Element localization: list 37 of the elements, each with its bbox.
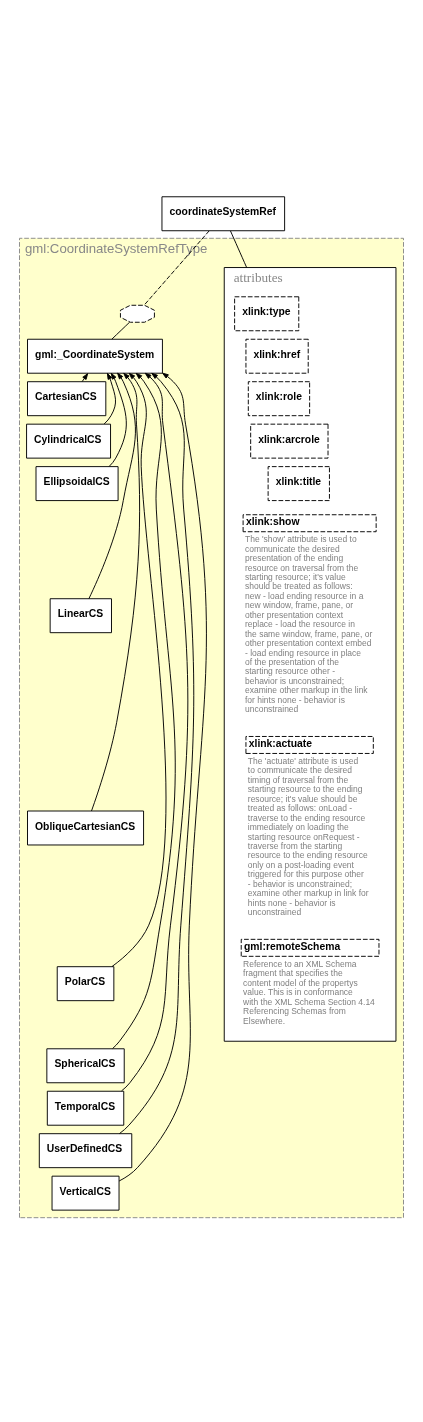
connector bbox=[143, 230, 210, 306]
arrow bbox=[121, 372, 189, 1092]
arrow bbox=[118, 372, 207, 1182]
node-octagon bbox=[120, 304, 155, 323]
node-label: The 'show' attribute is used to communicate the desired presentation of the ending resource on traversal from the starting resource; it's value should be treated as follows: new - load ending resource in a new window, frame, pane, or other presentation context replace - load the resource in the same window, frame, pane, or other presentation context embed - load ending resource in place of the presentation of the starting resource other - behavior is unconstrained; examine other markup in the link for hints none - behavior is unconstrained bbox=[245, 534, 373, 715]
node-box: EllipsoidalCS bbox=[35, 466, 119, 502]
arrow bbox=[108, 372, 127, 467]
node-box: xlink:arcrole bbox=[250, 423, 329, 459]
node-box: xlink:role bbox=[247, 381, 311, 417]
node-label: The 'actuate' attribute is used to communicate the desired timing of traversal from the starting resource to the ending resource; it's value should be treated as follows: onLoad - traverse to the ending resource immediately on loading the starting resource onRequest - traverse from the starting resource to the ending resource only on a post-loading event triggered for this purpose other - behavior is unconstrained; examine other markup in link for hints none - behavior is unconstrained bbox=[247, 756, 369, 917]
node-box: xlink:type bbox=[234, 296, 300, 332]
node-label: Reference to an XML Schema fragment that specifies the content model of the propertys value. This is in conformance with the XML Schema Section 4.14 Referencing Schemas from Elsewhere. bbox=[243, 958, 375, 1026]
node-box: gml:remoteSchema bbox=[240, 938, 380, 957]
node-box: xlink:href bbox=[245, 338, 309, 374]
arrow bbox=[119, 372, 195, 1135]
node-box: UserDefinedCS bbox=[38, 1133, 133, 1169]
node-box: PolarCS bbox=[56, 966, 115, 1002]
node-box: xlink:show bbox=[242, 514, 377, 533]
node-box: coordinateSystemRef bbox=[161, 196, 286, 232]
arrow bbox=[111, 372, 167, 967]
node-box: VerticalCS bbox=[51, 1175, 120, 1211]
node-box: TemporalCS bbox=[46, 1090, 125, 1126]
arrow bbox=[88, 372, 136, 600]
arrow bbox=[91, 372, 141, 812]
arrow bbox=[112, 372, 176, 1050]
node-box: xlink:actuate bbox=[245, 736, 374, 754]
node-box: xlink:title bbox=[267, 466, 330, 502]
connector bbox=[230, 230, 248, 268]
connector bbox=[111, 321, 131, 340]
node-box: CartesianCS bbox=[27, 381, 107, 417]
arrow bbox=[103, 372, 116, 425]
node-box: ObliqueCartesianCS bbox=[27, 810, 145, 846]
node-box: gml:_CoordinateSystem bbox=[27, 338, 163, 374]
node-box: CylindricalCS bbox=[26, 423, 111, 459]
arrow bbox=[81, 373, 89, 383]
node-box: LinearCS bbox=[49, 598, 112, 634]
node-box: SphericalCS bbox=[46, 1048, 125, 1084]
